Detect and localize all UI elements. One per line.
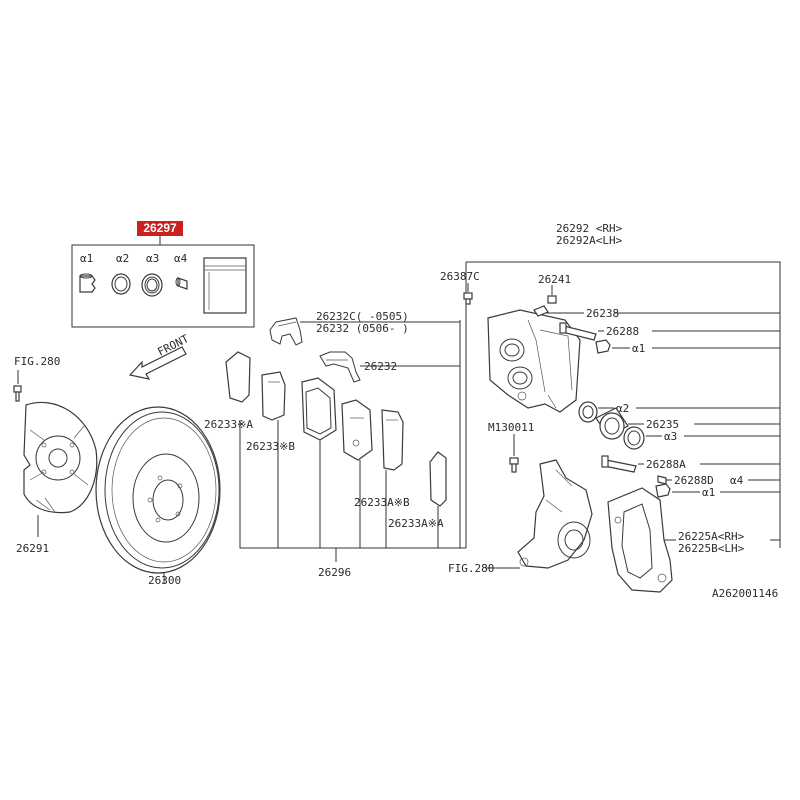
kit-part-number: 26297 <box>143 221 177 235</box>
front-direction-arrow: FRONT <box>128 332 191 380</box>
part-26296-group[interactable]: 26233※A 26233※B 26233A※B 26233A※A 26232C… <box>204 310 461 579</box>
pad-clip-26232c-icon <box>269 317 303 346</box>
brake-pad-right-icon <box>341 399 373 461</box>
bleeder-screw-icon <box>533 305 549 317</box>
piston-seal-ring-icon <box>578 401 598 423</box>
brake-pad-left-icon <box>301 377 337 441</box>
part-26225-bracket[interactable]: 26288A 26288D α4 α1 26225A<RH> 26225B<LH… <box>601 455 780 593</box>
diagram-id: A262001146 <box>712 587 778 600</box>
p26233xB-label: 26233※B <box>246 440 295 453</box>
part-26292-caliper[interactable]: 26292 <RH> 26292A<LH> 26387C 26241 <box>440 222 781 549</box>
pad-shim-b-icon <box>261 371 286 421</box>
kit-item-a1-label: α1 <box>80 252 93 265</box>
brake-caliper-icon <box>487 309 581 413</box>
pin-boot-icon <box>79 273 96 293</box>
p26296-label: 26296 <box>318 566 351 579</box>
steering-knuckle[interactable]: M130011 FIG.280 <box>448 421 593 575</box>
p26225A-label: 26225A<RH> <box>678 530 745 543</box>
p26225B-label: 26225B<LH> <box>678 542 745 555</box>
part-26291[interactable]: FIG.280 26291 <box>13 355 98 555</box>
p26292A-label: 26292A<LH> <box>556 234 623 247</box>
bushing-small-icon <box>657 475 667 485</box>
a4-label: α4 <box>730 474 744 487</box>
p26241-label: 26241 <box>538 273 571 286</box>
bleeder-bolt-icon <box>463 292 473 305</box>
pad-shim-a-icon <box>225 351 251 403</box>
fig280-ref-bottom: FIG.280 <box>448 562 494 575</box>
pad-shim-ab-icon <box>381 409 404 471</box>
knuckle-icon <box>517 459 593 569</box>
caliper-piston-icon <box>595 407 629 440</box>
pad-shim-aa-icon <box>429 451 447 507</box>
p26292-bracket <box>466 261 781 548</box>
pad-clip-26232-icon <box>319 351 361 383</box>
p26288A-label: 26288A <box>646 458 686 471</box>
p26232-label: 26232 <box>364 360 397 373</box>
splash-shield-icon <box>23 401 98 514</box>
kit-item-a4-label: α4 <box>174 252 188 265</box>
p26296-bracket <box>239 320 461 549</box>
piston-boot-icon <box>141 273 163 297</box>
p26233AxB-label: 26233A※B <box>354 496 410 509</box>
p26232C-label: 26232C( -0505) <box>316 310 409 323</box>
slide-pin-bolt-icon <box>601 455 637 473</box>
p26238-label: 26238 <box>586 307 619 320</box>
caliper-bracket-icon <box>607 487 673 593</box>
p26300-label: 26300 <box>148 574 181 587</box>
p26291-label: 26291 <box>16 542 49 555</box>
a2-label: α2 <box>616 402 629 415</box>
p26288-label: 26288 <box>606 325 639 338</box>
a1-lower-label: α1 <box>702 486 715 499</box>
guide-pin-icon <box>559 322 597 341</box>
p26288D-label: 26288D <box>674 474 714 487</box>
brake-rotor-icon <box>95 406 221 574</box>
p26232-0506-label: 26232 (0506- ) <box>316 322 409 335</box>
piston-seal-icon <box>111 273 131 295</box>
kit-part-number-badge[interactable]: 26297 <box>137 221 183 236</box>
p26387C-label: 26387C <box>440 270 480 283</box>
kit-item-a2-label: α2 <box>116 252 129 265</box>
M130011-label: M130011 <box>488 421 534 434</box>
a1-upper-label: α1 <box>632 342 645 355</box>
bleeder-cap-icon <box>547 295 557 304</box>
fig280-ref-left: FIG.280 <box>14 355 60 368</box>
p26235-label: 26235 <box>646 418 679 431</box>
pin-boot-lower-icon <box>655 483 671 498</box>
kit-item-a3-label: α3 <box>146 252 159 265</box>
p26292-label: 26292 <RH> <box>556 222 623 235</box>
pin-boot-upper-icon <box>595 339 611 354</box>
bolt-icon <box>13 385 22 402</box>
bushing-icon <box>175 277 188 290</box>
p26233AxA-label: 26233A※A <box>388 517 444 530</box>
part-26300[interactable]: 26300 <box>95 406 221 587</box>
piston-dust-boot-icon <box>623 426 645 450</box>
grease-pack-icon <box>203 257 247 314</box>
kit-frame <box>71 244 255 328</box>
knuckle-bolt-icon <box>509 457 519 473</box>
kit-26297[interactable]: 26297 α1 α2 α3 α4 <box>71 221 255 328</box>
a3-label: α3 <box>664 430 677 443</box>
p26233xA-label: 26233※A <box>204 418 253 431</box>
